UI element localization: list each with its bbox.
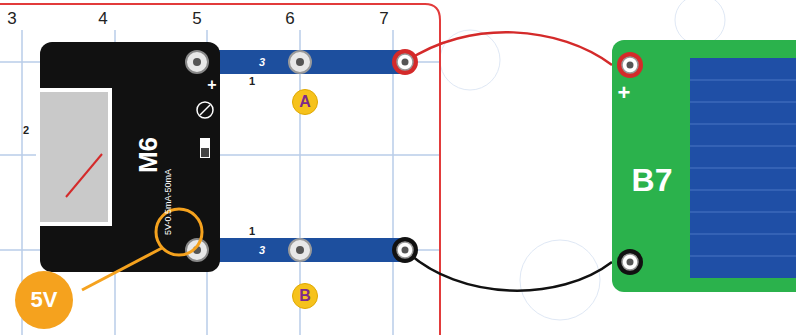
column-number: 5 [192, 10, 201, 27]
level-number: 1 [249, 226, 255, 237]
solar-cell-component: + B7 [612, 40, 796, 292]
component-label: + [618, 82, 631, 104]
component-label: 5V-0.5mA-50mA [164, 169, 173, 235]
meter-component: M6 +5V-0.5mA-50mA [40, 42, 220, 272]
column-number: 4 [98, 10, 107, 27]
blue-wire-top [190, 49, 418, 75]
wire-length: 3 [259, 245, 265, 256]
wire-length: 3 [259, 57, 265, 68]
column-number: 6 [285, 10, 294, 27]
component-label: M6 [135, 137, 161, 173]
component-label: B7 [632, 164, 673, 196]
callout-letter: A [292, 89, 318, 115]
blue-wire-bottom [190, 237, 418, 263]
component-outline [40, 42, 220, 272]
level-number: 1 [249, 76, 255, 87]
row-number: 2 [23, 125, 29, 136]
component-label: + [207, 77, 216, 93]
column-number: 3 [7, 10, 16, 27]
callout-letter: B [292, 283, 318, 309]
callout-value: 5V [15, 271, 73, 329]
column-number: 7 [379, 10, 388, 27]
